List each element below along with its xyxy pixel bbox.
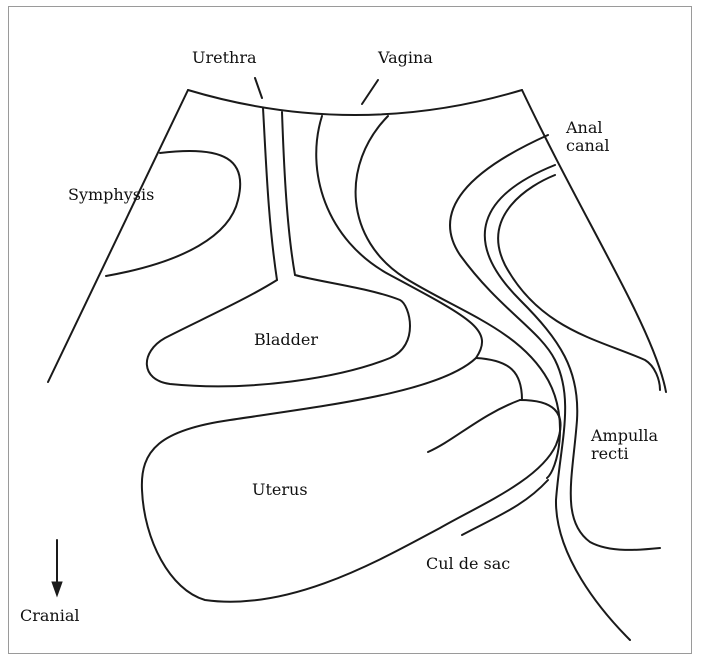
rectum-outer-right xyxy=(498,175,660,390)
anal-canal-label: Anal canal xyxy=(566,119,609,156)
cul-de-sac-label: Cul de sac xyxy=(426,555,510,573)
urethra-right-wall xyxy=(282,112,295,275)
perineum-outline xyxy=(188,90,522,115)
anal-canal-label-line1: Anal xyxy=(566,119,609,137)
anal-canal-label-line2: canal xyxy=(566,137,609,155)
uterus-label: Uterus xyxy=(252,481,308,499)
urethra-left-wall xyxy=(263,108,277,280)
anal-canal-inner xyxy=(485,165,660,550)
cranial-label: Cranial xyxy=(20,607,80,625)
symphysis-label: Symphysis xyxy=(68,186,154,204)
vagina-anterior-wall xyxy=(142,116,561,602)
cul-de-sac-line xyxy=(462,480,548,535)
ampulla-recti-label: Ampulla recti xyxy=(591,427,658,464)
urethra-label: Urethra xyxy=(192,49,257,67)
ampulla-recti-label-line1: Ampulla xyxy=(591,427,658,445)
vagina-label-pointer xyxy=(362,80,378,104)
arrow-down-icon xyxy=(52,582,62,596)
urethra-label-pointer xyxy=(255,78,262,98)
ampulla-recti-label-line2: recti xyxy=(591,445,658,463)
vagina-label: Vagina xyxy=(378,49,433,67)
vagina-posterior-wall xyxy=(356,116,560,478)
symphysis-outline xyxy=(106,151,240,276)
bladder-label: Bladder xyxy=(254,331,318,349)
uterus-cervix-line xyxy=(428,400,520,452)
cervix-upper-contour xyxy=(476,358,522,400)
pubic-bone-left-line xyxy=(48,90,188,382)
